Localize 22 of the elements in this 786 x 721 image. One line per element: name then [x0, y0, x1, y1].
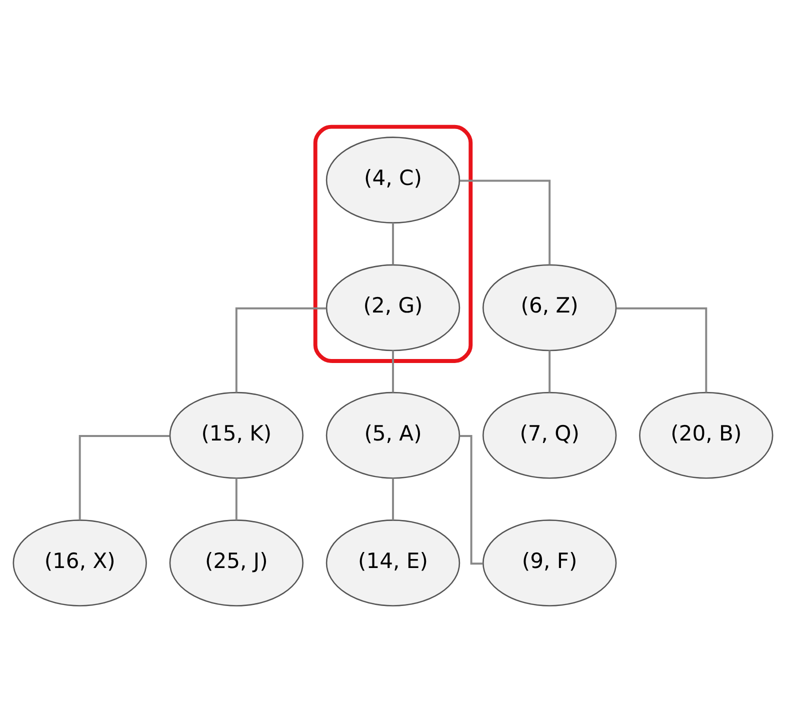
node-ellipse: (7, Q) [482, 391, 617, 478]
node-ellipse: (9, F) [482, 519, 617, 606]
connector [392, 478, 394, 520]
node-ellipse: (2, G) [326, 264, 460, 351]
connector [78, 434, 170, 520]
node-ellipse: (5, A) [326, 391, 460, 478]
connector [548, 350, 551, 392]
node-ellipse: (15, K) [169, 391, 304, 478]
connector [392, 222, 394, 264]
node-ellipse: (6, Z) [482, 264, 617, 351]
connector [460, 434, 483, 564]
connector [460, 179, 551, 264]
node-ellipse: (16, X) [12, 519, 147, 606]
connector [235, 306, 326, 392]
connector [616, 306, 708, 392]
cluster [313, 124, 473, 362]
node-ellipse: (14, E) [326, 519, 460, 606]
node-ellipse: (20, B) [639, 391, 774, 478]
node-ellipse: (4, C) [326, 136, 460, 223]
connector [392, 350, 394, 392]
connector [235, 478, 238, 520]
node-ellipse: (25, J) [169, 519, 304, 606]
